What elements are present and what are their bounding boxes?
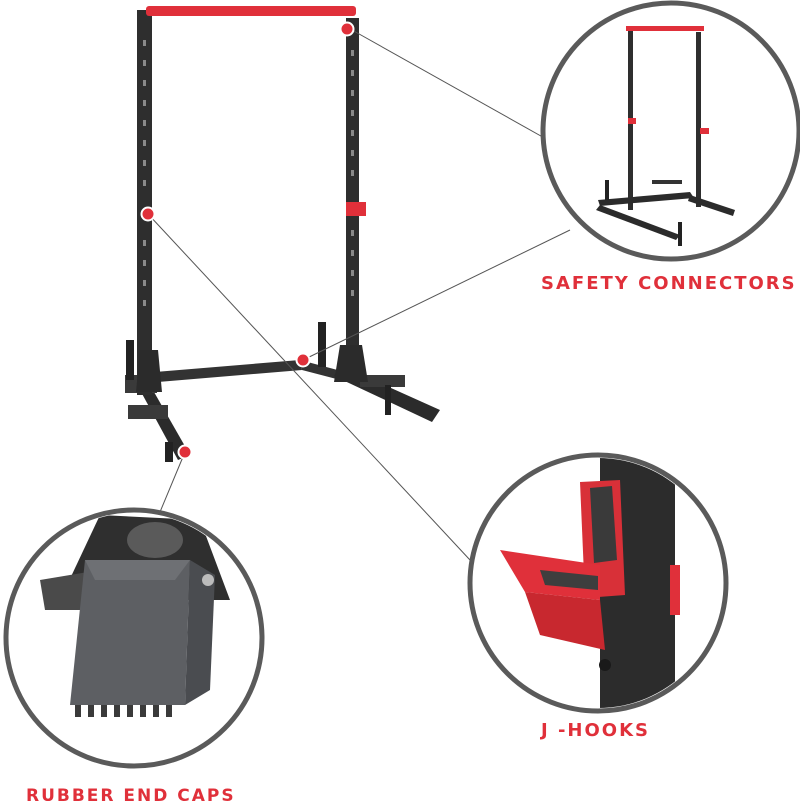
hotspot-base[interactable]	[295, 352, 311, 368]
j-hooks-label: J -HOOKS	[541, 720, 651, 741]
hotspots	[140, 21, 355, 460]
pull-up-bar	[146, 6, 356, 16]
squat-rack-main	[125, 6, 440, 462]
rack-j-hook	[346, 202, 366, 216]
j-hook-closeup-icon	[500, 458, 680, 708]
rack-thumbnail-icon	[596, 26, 735, 246]
hotspot-end-cap[interactable]	[177, 444, 193, 460]
uprights	[136, 10, 368, 395]
callout-safety-connectors	[540, 0, 800, 262]
end-cap-closeup-icon	[40, 515, 230, 717]
hotspot-upright[interactable]	[140, 206, 156, 222]
rubber-end-caps-label: RUBBER END CAPS	[26, 786, 236, 806]
hotspot-top-bar[interactable]	[339, 21, 355, 37]
base-rails	[125, 322, 440, 462]
callout-rubber-end-caps	[3, 507, 265, 769]
safety-connectors-label: SAFETY CONNECTORS	[541, 273, 797, 294]
callout-j-hooks	[467, 452, 729, 714]
leader-lines	[147, 29, 571, 561]
